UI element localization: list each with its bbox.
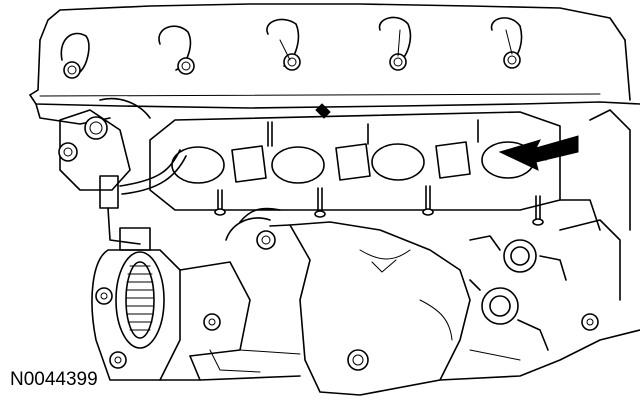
manifold-flange-rail [29,93,640,125]
lower-block [159,329,640,381]
figure-id-label: N0044399 [10,369,98,390]
throttle-ribs [125,265,155,331]
right-fittings [469,109,631,351]
throttle-body [91,249,251,381]
port-flange-plate [149,103,561,226]
left-bracket [58,109,187,251]
arrow-icon [498,135,579,171]
cylinder-head-top [29,3,631,101]
heat-shield [225,207,471,396]
